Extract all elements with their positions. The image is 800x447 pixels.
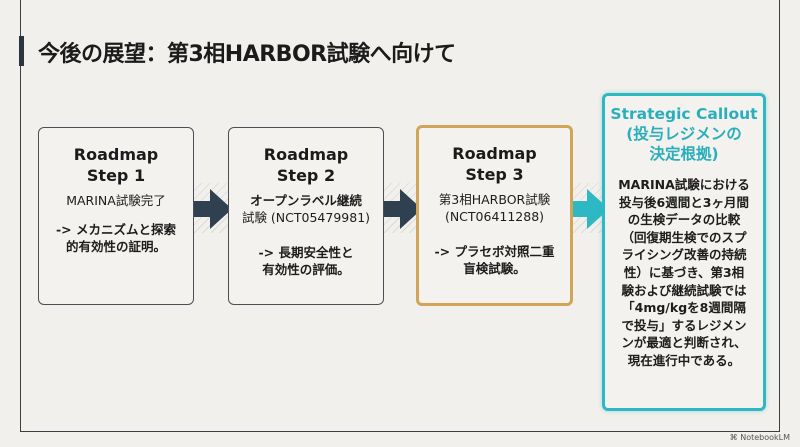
notebooklm-logo-icon: ⌘ — [729, 433, 741, 442]
step-heading: Roadmap — [73, 145, 159, 164]
callout-body-line: 「4mg/kgを8週間隔 — [622, 300, 746, 316]
notebooklm-watermark: ⌘ NotebookLM — [730, 433, 790, 442]
callout-heading: Strategic Callout — [610, 105, 758, 123]
title-accent-bar — [19, 36, 24, 66]
step-number: Step 2 — [276, 166, 336, 185]
step-subtitle: MARINA試験完了 — [66, 193, 166, 208]
step-subtitle: 試験 (NCT05479981) — [241, 210, 371, 225]
callout-body-line: の生検データの比較 — [627, 212, 741, 228]
callout-body-line: 現在進行中である。 — [627, 352, 741, 368]
arrow-right-icon — [376, 189, 422, 229]
callout-body-line: 投与後6週間と3ヶ月間 — [619, 194, 749, 210]
step-description: -> プラセボ対照二重 — [434, 244, 555, 259]
arrow-right-icon — [186, 189, 232, 229]
step-subtitle: 第3相HARBOR試験 — [438, 192, 551, 207]
callout-body-line: ライシング改善の持続 — [621, 247, 747, 263]
step-description: -> 長期安全性と — [258, 245, 354, 260]
callout-body-line: で投与」するレジメン — [621, 317, 747, 333]
callout-heading: 決定根拠) — [649, 145, 719, 163]
callout-body-line: 験および継続試験では — [621, 282, 747, 298]
step-number: Step 3 — [465, 165, 524, 184]
callout-body-line: 性）に基づき、第3相 — [623, 264, 745, 280]
step-heading: Roadmap — [263, 145, 349, 164]
step-description: 盲検試験。 — [463, 261, 526, 276]
callout-heading: (投与レジメンの — [626, 125, 742, 143]
step-description: -> メカニズムと探索 — [55, 222, 176, 237]
step-subtitle: (NCT06411288) — [444, 209, 545, 224]
step-subtitle: オープンラベル継続 — [250, 193, 362, 208]
step-heading: Roadmap — [452, 144, 537, 163]
slide-frame — [20, 0, 780, 432]
watermark-text: NotebookLM — [740, 433, 790, 442]
step-number: Step 1 — [86, 166, 146, 185]
callout-body-line: MARINA試験における — [618, 177, 750, 192]
page-title: 今後の展望：第3相HARBOR試験へ向けて — [38, 42, 456, 67]
callout-body-line: ンが最適と判断され、 — [621, 335, 747, 351]
callout-body-line: （回復期生検でのスプ — [621, 229, 747, 245]
step-description: 的有効性の証明。 — [65, 239, 166, 254]
step-description: 有効性の評価。 — [262, 262, 350, 277]
strategic-callout-card: Strategic Callout (投与レジメンの 決定根拠) MARINA試… — [602, 93, 766, 411]
arrow-right-icon — [563, 189, 609, 229]
